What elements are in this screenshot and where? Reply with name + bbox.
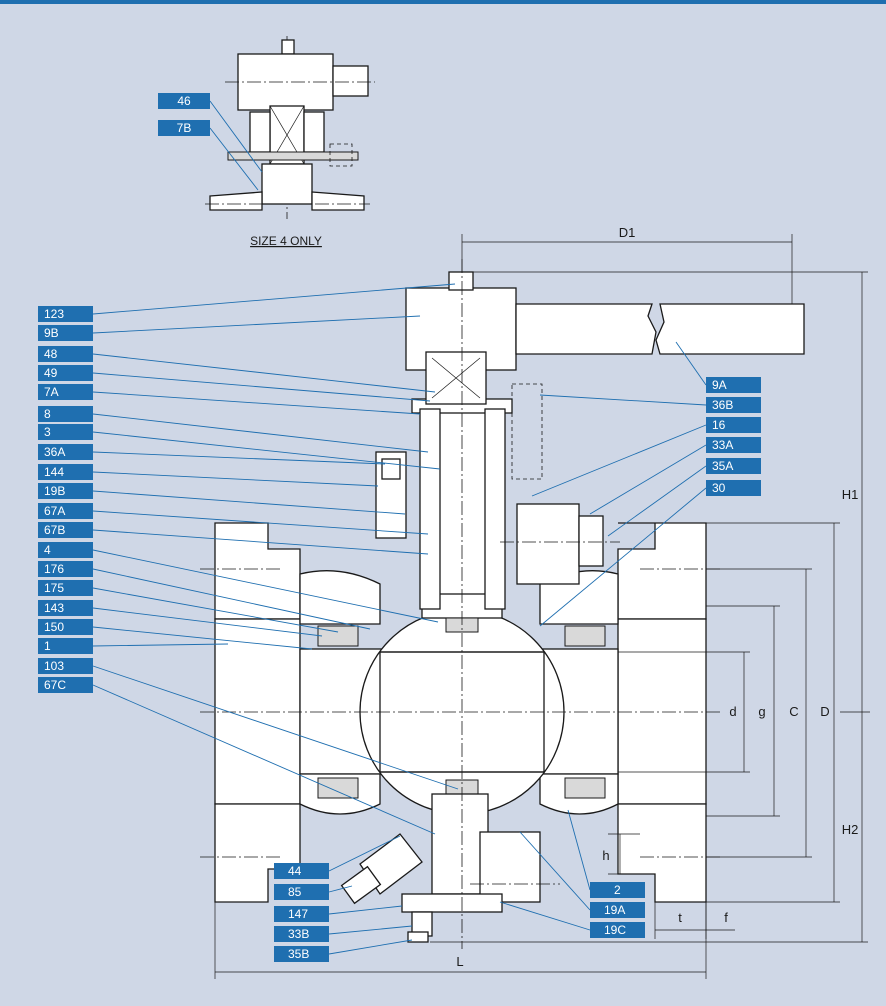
tag-1: 1: [38, 638, 229, 654]
svg-text:35A: 35A: [712, 459, 733, 473]
valve-drawing: 46 7B SIZE 4 ONLY: [38, 36, 870, 979]
dim-d: d: [729, 704, 736, 719]
svg-text:123: 123: [44, 307, 64, 321]
right-part-tags: 9A 36B 16 33A 35A 30: [531, 341, 761, 627]
tag-36B: 36B: [539, 394, 761, 413]
tag-19C: 19C: [499, 901, 645, 938]
tag-19B: 19B: [38, 483, 406, 515]
tag-175: 175: [38, 580, 339, 633]
tag-143: 143: [38, 600, 323, 637]
tag-30: 30: [539, 480, 761, 627]
dim-D: D: [820, 704, 829, 719]
main-valve-body: [200, 259, 805, 949]
svg-text:143: 143: [44, 601, 64, 615]
svg-text:19A: 19A: [604, 903, 625, 917]
dim-L: L: [456, 954, 463, 969]
svg-text:4: 4: [44, 543, 51, 557]
svg-text:67C: 67C: [44, 678, 66, 692]
svg-text:16: 16: [712, 418, 726, 432]
bottom-left-tags: 44 85 147 33B 35B: [274, 835, 413, 962]
tag-35A: 35A: [607, 458, 761, 537]
dim-C: C: [789, 704, 798, 719]
dim-t: t: [678, 910, 682, 925]
svg-text:2: 2: [614, 883, 621, 897]
tag-103: 103: [38, 658, 459, 790]
svg-text:8: 8: [44, 407, 51, 421]
inset-tag-46: 46: [158, 93, 263, 173]
svg-text:67B: 67B: [44, 523, 65, 537]
svg-text:36B: 36B: [712, 398, 733, 412]
tag-49: 49: [38, 365, 431, 402]
tag-35B: 35B: [274, 939, 413, 962]
dim-f: f: [724, 910, 728, 925]
svg-text:9B: 9B: [44, 326, 59, 340]
tag-147: 147: [274, 905, 403, 922]
inset-label-7B: 7B: [177, 121, 192, 135]
dim-H1: H1: [842, 487, 859, 502]
tag-48: 48: [38, 346, 436, 393]
svg-text:48: 48: [44, 347, 58, 361]
tag-4: 4: [38, 542, 439, 623]
tag-8: 8: [38, 406, 429, 453]
tag-67A: 67A: [38, 503, 429, 535]
svg-text:7A: 7A: [44, 385, 59, 399]
svg-text:67A: 67A: [44, 504, 65, 518]
tag-67B: 67B: [38, 522, 429, 555]
tag-33A: 33A: [589, 437, 761, 515]
bottom-right-tags: 2 19A 19C: [499, 809, 645, 938]
svg-text:19B: 19B: [44, 484, 65, 498]
svg-text:9A: 9A: [712, 378, 727, 392]
dim-h: h: [602, 848, 609, 863]
svg-text:30: 30: [712, 481, 726, 495]
tag-33B: 33B: [274, 925, 413, 942]
svg-text:85: 85: [288, 885, 302, 899]
tag-150: 150: [38, 619, 313, 650]
dim-g: g: [758, 704, 765, 719]
svg-text:33A: 33A: [712, 438, 733, 452]
left-part-tags: 123 9B 48 49 7A 8 3 36A 144 19B 67A 67B …: [38, 283, 459, 835]
tag-85: 85: [274, 884, 353, 900]
svg-text:144: 144: [44, 465, 64, 479]
svg-text:175: 175: [44, 581, 64, 595]
tag-44: 44: [274, 835, 401, 879]
tag-144: 144: [38, 464, 379, 487]
tag-9B: 9B: [38, 315, 421, 341]
dimension-lines: D1 H1 H2 D C g d h t: [214, 225, 870, 979]
svg-text:35B: 35B: [288, 947, 309, 961]
svg-text:33B: 33B: [288, 927, 309, 941]
tag-123: 123: [38, 283, 456, 322]
svg-text:44: 44: [288, 864, 302, 878]
svg-text:103: 103: [44, 659, 64, 673]
svg-text:49: 49: [44, 366, 58, 380]
tag-9A: 9A: [675, 341, 761, 393]
svg-text:150: 150: [44, 620, 64, 634]
tag-36A: 36A: [38, 444, 386, 465]
tag-67C: 67C: [38, 677, 436, 835]
inset-label-46: 46: [177, 94, 191, 108]
svg-text:147: 147: [288, 907, 308, 921]
svg-text:36A: 36A: [44, 445, 65, 459]
inset-drawing: [205, 36, 375, 219]
tag-16: 16: [531, 417, 761, 497]
tag-3: 3: [38, 424, 441, 470]
svg-text:176: 176: [44, 562, 64, 576]
svg-text:1: 1: [44, 639, 51, 653]
inset-tag-7B: 7B: [158, 120, 259, 191]
tag-2: 2: [567, 809, 645, 898]
svg-text:3: 3: [44, 425, 51, 439]
dim-H2: H2: [842, 822, 859, 837]
tag-176: 176: [38, 561, 371, 630]
dim-D1: D1: [619, 225, 636, 240]
tag-19A: 19A: [519, 831, 645, 918]
svg-text:19C: 19C: [604, 923, 626, 937]
tag-7A: 7A: [38, 384, 421, 415]
inset-note: SIZE 4 ONLY: [250, 234, 322, 248]
